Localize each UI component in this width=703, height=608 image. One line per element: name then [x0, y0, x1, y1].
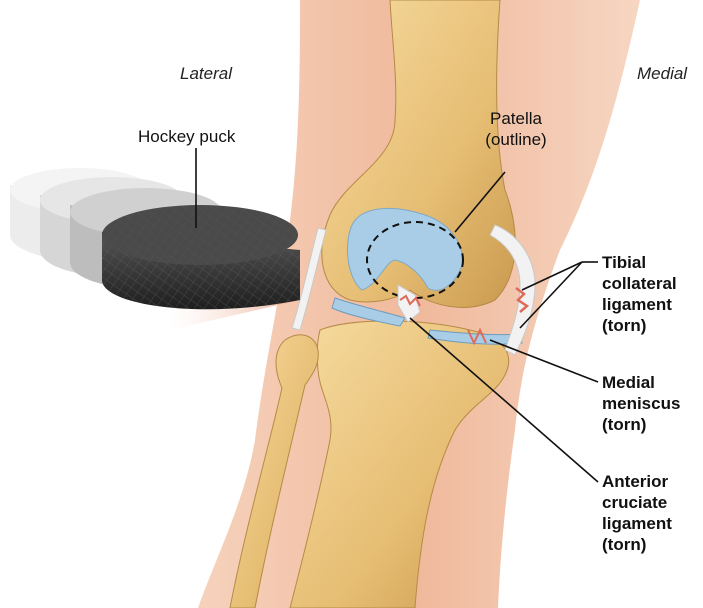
- tcl-line2: collateral: [602, 273, 677, 294]
- meniscus-line3: (torn): [602, 414, 680, 435]
- meniscus-line1: Medial: [602, 372, 680, 393]
- patella-label-line1: Patella: [476, 108, 556, 129]
- hockey-puck: [102, 205, 300, 309]
- acl-line2: cruciate: [602, 492, 672, 513]
- hockey-puck-label: Hockey puck: [138, 126, 235, 147]
- anterior-cruciate-ligament-label: Anterior cruciate ligament (torn): [602, 471, 672, 555]
- acl-line4: (torn): [602, 534, 672, 555]
- patella-label: Patella (outline): [476, 108, 556, 150]
- acl-line3: ligament: [602, 513, 672, 534]
- medial-meniscus-label: Medial meniscus (torn): [602, 372, 680, 435]
- acl-line1: Anterior: [602, 471, 672, 492]
- lateral-label: Lateral: [180, 63, 232, 84]
- tcl-line1: Tibial: [602, 252, 677, 273]
- meniscus-line2: meniscus: [602, 393, 680, 414]
- tibial-collateral-ligament-label: Tibial collateral ligament (torn): [602, 252, 677, 336]
- tcl-line3: ligament: [602, 294, 677, 315]
- patella-label-line2: (outline): [476, 129, 556, 150]
- tcl-line4: (torn): [602, 315, 677, 336]
- medial-label: Medial: [637, 63, 687, 84]
